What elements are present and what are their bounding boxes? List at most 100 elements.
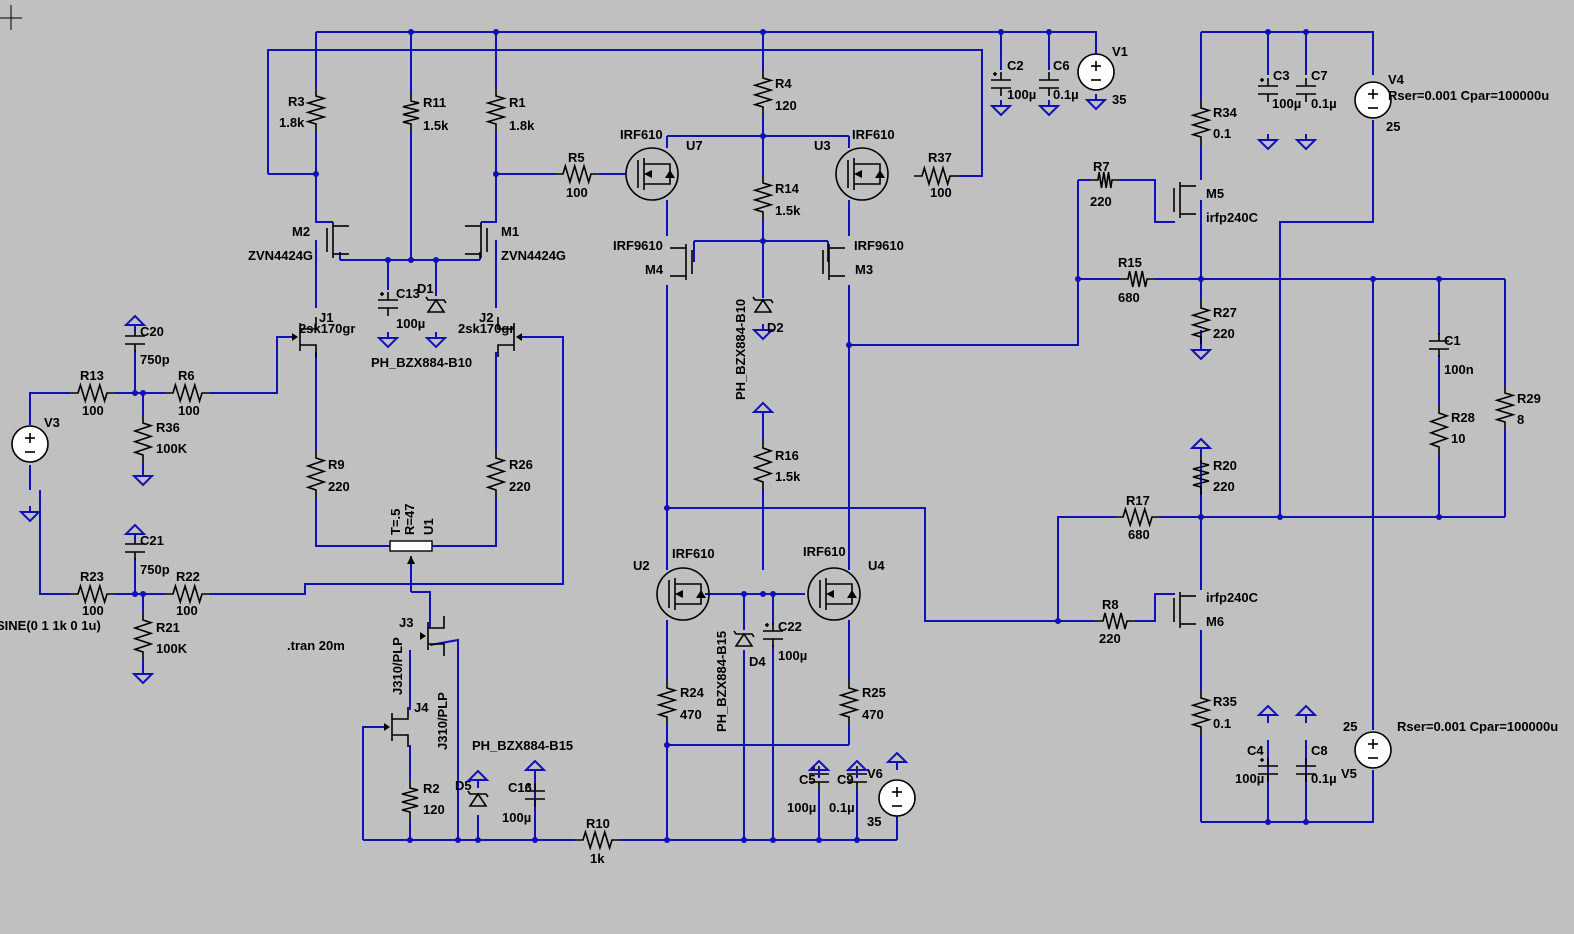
m6-mosfet[interactable] <box>1173 592 1196 628</box>
r11-resistor[interactable] <box>402 93 420 132</box>
r20-value-label: 220 <box>1213 479 1235 494</box>
ground-icon <box>751 324 775 341</box>
c7-capacitor[interactable] <box>1296 78 1316 102</box>
j1-jfet[interactable] <box>292 317 317 357</box>
r36-ref-label: R36 <box>156 420 180 435</box>
r29-resistor[interactable] <box>1494 385 1516 430</box>
r15-resistor[interactable] <box>1120 270 1155 288</box>
r24-resistor[interactable] <box>656 680 678 725</box>
c22-capacitor[interactable] <box>763 623 783 647</box>
r20-resistor[interactable] <box>1192 455 1210 495</box>
r14-resistor[interactable] <box>752 175 774 220</box>
u4-mosfet[interactable] <box>807 567 861 621</box>
r22-resistor[interactable] <box>165 583 210 605</box>
c6-capacitor[interactable] <box>1039 72 1059 96</box>
c21-value-label: 750p <box>140 562 170 577</box>
r8-resistor[interactable] <box>1095 612 1135 630</box>
u3-mosfet[interactable] <box>835 147 889 201</box>
r34-resistor[interactable] <box>1190 100 1212 145</box>
m4-value-label: IRF9610 <box>613 238 663 253</box>
c13-capacitor[interactable] <box>378 292 398 316</box>
ground-icon <box>1037 100 1061 117</box>
ground-icon <box>18 506 42 523</box>
m3-ref-label: M3 <box>855 262 873 277</box>
c4-capacitor[interactable] <box>1258 758 1278 782</box>
r37-ref-label: R37 <box>928 150 952 165</box>
m1-mosfet[interactable] <box>465 222 488 258</box>
r17-value-label: 680 <box>1128 527 1150 542</box>
r35-resistor[interactable] <box>1190 690 1212 735</box>
m3-mosfet[interactable] <box>822 244 845 280</box>
v6-voltage-source[interactable] <box>878 779 916 817</box>
r25-resistor[interactable] <box>838 680 860 725</box>
u7-ref-label: U7 <box>686 138 703 153</box>
r3-resistor[interactable] <box>305 88 327 132</box>
c22-ref-label: C22 <box>778 619 802 634</box>
labels: R31.8kR111.5kR11.8kR5100R4120R141.5kR371… <box>0 44 1558 866</box>
supply-arrow-icon <box>523 759 547 778</box>
r16-resistor[interactable] <box>752 440 774 490</box>
c6-value-label: 0.1µ <box>1053 87 1079 102</box>
v1-value-label: 35 <box>1112 92 1126 107</box>
u2-ref-label: U2 <box>633 558 650 573</box>
j2-jfet[interactable] <box>497 317 522 357</box>
r7-resistor[interactable] <box>1090 171 1120 189</box>
r6-resistor[interactable] <box>165 382 210 404</box>
r21-resistor[interactable] <box>132 612 154 660</box>
r1-ref-label: R1 <box>509 95 526 110</box>
r10-resistor[interactable] <box>575 829 620 851</box>
c5-value-label: 100µ <box>787 800 816 815</box>
r3-ref-label: R3 <box>288 94 305 109</box>
v4-voltage-source[interactable] <box>1354 81 1392 119</box>
c1-capacitor[interactable] <box>1429 333 1449 357</box>
v6-value-label: 35 <box>867 814 881 829</box>
r5-resistor[interactable] <box>555 163 599 185</box>
wires <box>29 31 1506 841</box>
j3-jfet[interactable] <box>420 616 445 656</box>
r9-resistor[interactable] <box>305 450 327 498</box>
r9-ref-label: R9 <box>328 457 345 472</box>
m5-mosfet[interactable] <box>1173 182 1196 218</box>
r16-ref-label: R16 <box>775 448 799 463</box>
r13-resistor[interactable] <box>70 382 115 404</box>
c8-capacitor[interactable] <box>1296 758 1316 782</box>
r13-value-label: 100 <box>82 403 104 418</box>
u7-mosfet[interactable] <box>625 147 679 201</box>
r17-resistor[interactable] <box>1115 506 1160 528</box>
d5-zener-diode[interactable] <box>467 790 489 807</box>
v3-voltage-source[interactable] <box>11 425 49 463</box>
r2-resistor[interactable] <box>401 780 419 820</box>
u2-mosfet[interactable] <box>656 567 710 621</box>
c2-capacitor[interactable] <box>991 72 1011 96</box>
u1-ref-label: U1 <box>421 518 436 535</box>
r1-resistor[interactable] <box>485 88 507 132</box>
r14-value-label: 1.5k <box>775 203 801 218</box>
m6-value-label: irfp240C <box>1206 590 1259 605</box>
r37-resistor[interactable] <box>914 165 958 187</box>
d2-zener-diode[interactable] <box>752 296 774 313</box>
d1-zener-diode[interactable] <box>425 296 447 313</box>
r23-resistor[interactable] <box>70 583 115 605</box>
junction-dots <box>132 29 1442 843</box>
c16-capacitor[interactable] <box>525 783 545 807</box>
v1-voltage-source[interactable] <box>1077 53 1115 91</box>
m4-mosfet[interactable] <box>670 244 693 280</box>
m2-mosfet[interactable] <box>326 222 349 258</box>
d1-value-label: PH_BZX884-B10 <box>371 355 472 370</box>
j4-jfet[interactable] <box>384 707 409 747</box>
r4-resistor[interactable] <box>752 70 774 115</box>
r28-resistor[interactable] <box>1428 405 1450 455</box>
m1-value-label: ZVN4424G <box>501 248 566 263</box>
r27-resistor[interactable] <box>1190 300 1212 345</box>
m6-ref-label: M6 <box>1206 614 1224 629</box>
r36-resistor[interactable] <box>132 415 154 463</box>
r27-value-label: 220 <box>1213 326 1235 341</box>
v5-voltage-source[interactable] <box>1354 731 1392 769</box>
u1-thermal-coupling[interactable] <box>389 540 433 564</box>
r29-ref-label: R29 <box>1517 391 1541 406</box>
r26-resistor[interactable] <box>485 450 507 498</box>
c3-capacitor[interactable] <box>1258 78 1278 102</box>
d4-zener-diode[interactable] <box>733 630 755 647</box>
